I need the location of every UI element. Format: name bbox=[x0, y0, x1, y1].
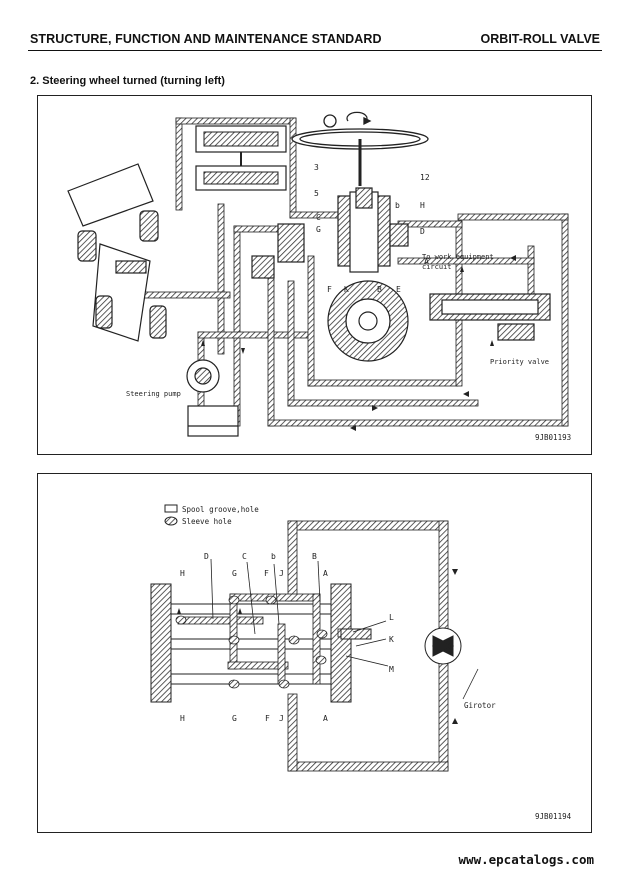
svg-text:A: A bbox=[424, 257, 429, 266]
figure-spool-detail: Spool groove,hole Sleeve hole bbox=[37, 473, 592, 833]
girotor-symbol bbox=[327, 280, 409, 362]
svg-text:H: H bbox=[420, 201, 425, 210]
svg-text:To work equipment: To work equipment bbox=[422, 253, 494, 261]
svg-text:A: A bbox=[323, 569, 328, 578]
svg-text:circuit: circuit bbox=[422, 263, 452, 271]
svg-text:Girotor: Girotor bbox=[464, 701, 496, 710]
svg-text:D: D bbox=[420, 227, 425, 236]
leader-lines bbox=[210, 558, 479, 700]
footer-url[interactable]: www.epcatalogs.com bbox=[458, 852, 594, 867]
svg-text:J: J bbox=[279, 714, 284, 723]
section-title: 2. Steering wheel turned (turning left) bbox=[30, 75, 225, 87]
svg-text:C: C bbox=[316, 213, 321, 222]
valve-housing bbox=[150, 583, 352, 703]
svg-text:H: H bbox=[180, 569, 185, 578]
legend-sleeve-label: Sleeve hole bbox=[182, 517, 232, 526]
legend-spool-label: Spool groove,hole bbox=[182, 505, 259, 514]
svg-text:F: F bbox=[265, 714, 270, 723]
svg-text:b: b bbox=[271, 552, 276, 561]
figure-steering-circuit: 3 12 5 C G b H D A F K B E To work equip… bbox=[37, 95, 592, 455]
svg-text:9JB01193: 9JB01193 bbox=[535, 433, 571, 442]
priority-valve bbox=[429, 293, 551, 341]
svg-text:L: L bbox=[389, 613, 394, 622]
svg-text:F: F bbox=[327, 285, 332, 294]
svg-text:12: 12 bbox=[420, 173, 430, 182]
svg-text:K: K bbox=[389, 635, 394, 644]
vehicle-outline bbox=[67, 163, 167, 342]
svg-text:G: G bbox=[316, 225, 321, 234]
figure2-labels: D C b B H G F J A L K M H G F J A Giroto… bbox=[180, 552, 572, 821]
flow-arrows bbox=[201, 255, 516, 431]
svg-text:3: 3 bbox=[314, 163, 319, 172]
svg-text:A: A bbox=[323, 714, 328, 723]
svg-text:C: C bbox=[242, 552, 247, 561]
steering-pump bbox=[186, 359, 239, 437]
legend: Spool groove,hole Sleeve hole bbox=[164, 504, 259, 526]
svg-text:9JB01194: 9JB01194 bbox=[535, 812, 572, 821]
svg-text:G: G bbox=[232, 569, 237, 578]
girotor bbox=[340, 627, 462, 665]
figure1-labels: 3 12 5 C G b H D A F K B E To work equip… bbox=[126, 163, 571, 442]
svg-text:F: F bbox=[264, 569, 269, 578]
svg-text:E: E bbox=[396, 285, 401, 294]
svg-text:Steering pump: Steering pump bbox=[126, 390, 181, 398]
header-rule bbox=[28, 50, 602, 51]
steering-wheel bbox=[291, 111, 429, 186]
header-right-title: ORBIT-ROLL VALVE bbox=[480, 32, 600, 46]
svg-text:G: G bbox=[232, 714, 237, 723]
svg-text:K: K bbox=[344, 285, 349, 294]
header-left-title: STRUCTURE, FUNCTION AND MAINTENANCE STAN… bbox=[30, 32, 382, 46]
flow-arrows-2 bbox=[177, 569, 458, 724]
legend-sleeve-swatch bbox=[164, 516, 178, 526]
steering-cylinders bbox=[195, 125, 287, 191]
svg-text:D: D bbox=[204, 552, 209, 561]
spool-detail-diagram: Spool groove,hole Sleeve hole bbox=[150, 504, 572, 821]
svg-text:J: J bbox=[279, 569, 284, 578]
svg-text:b: b bbox=[395, 201, 400, 210]
steering-circuit-diagram: 3 12 5 C G b H D A F K B E To work equip… bbox=[67, 111, 571, 442]
svg-text:H: H bbox=[180, 714, 185, 723]
svg-text:B: B bbox=[312, 552, 317, 561]
svg-text:M: M bbox=[389, 665, 394, 674]
sleeve-holes bbox=[175, 595, 328, 689]
orbit-roll-valve bbox=[251, 187, 409, 279]
svg-text:Priority valve: Priority valve bbox=[490, 358, 549, 366]
legend-spool-swatch bbox=[164, 504, 178, 513]
svg-text:B: B bbox=[377, 285, 382, 294]
svg-text:5: 5 bbox=[314, 189, 319, 198]
